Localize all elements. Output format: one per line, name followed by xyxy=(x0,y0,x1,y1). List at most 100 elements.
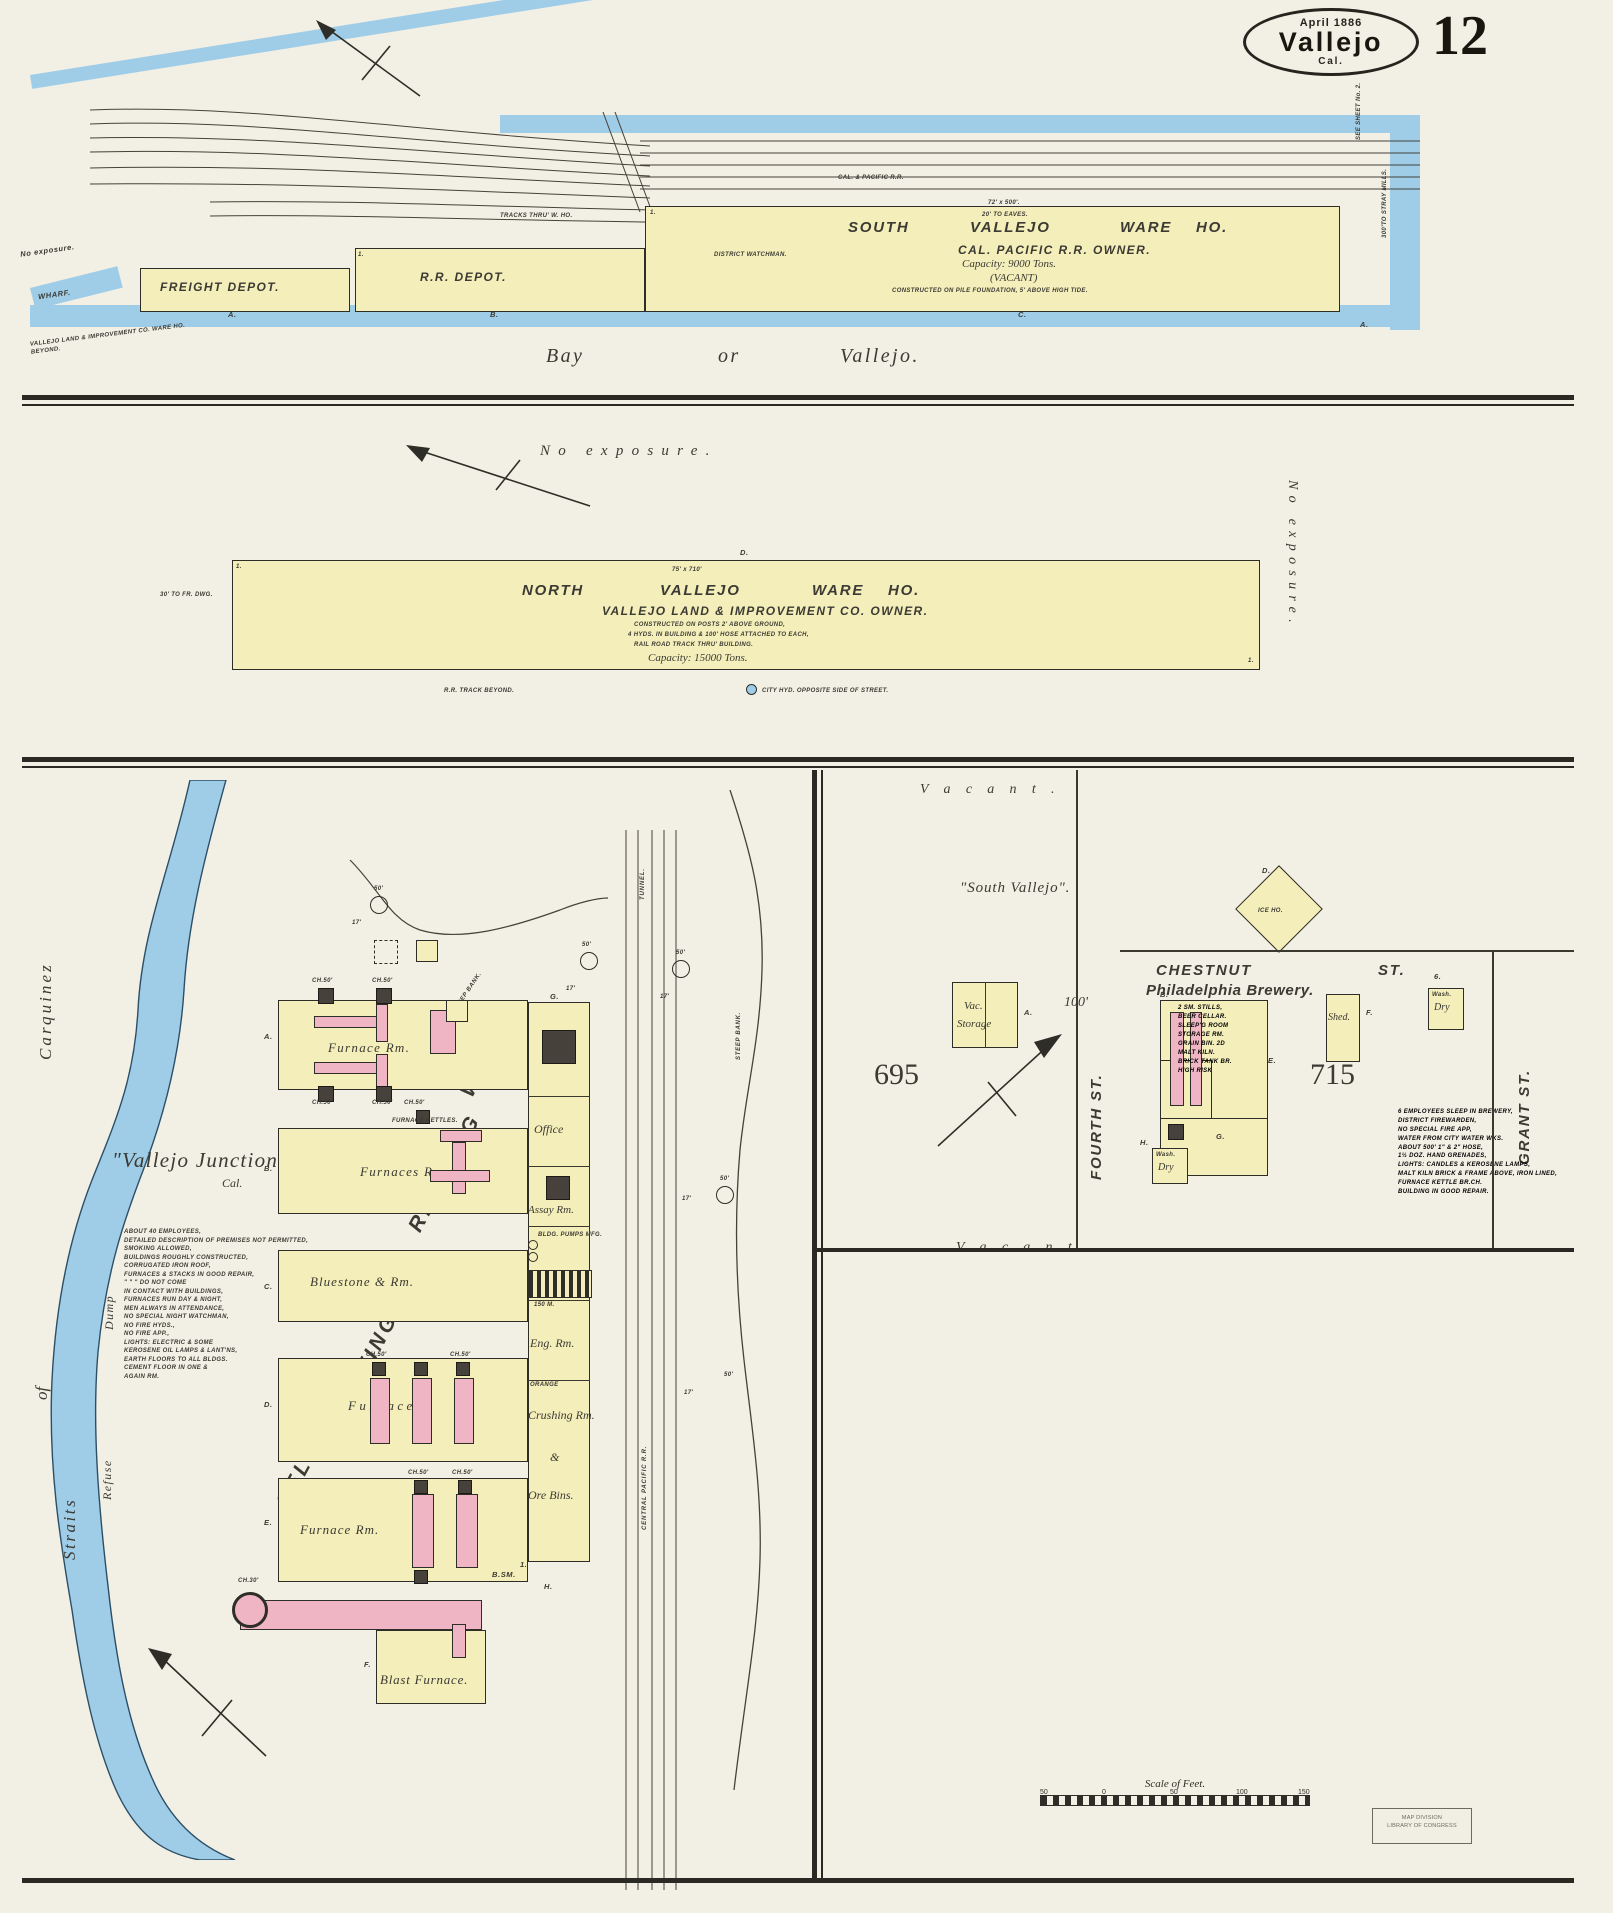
brewery-inner-7: HIGH RISK xyxy=(1178,1068,1213,1074)
brewery-note-7: MALT KILN BRICK & FRAME ABOVE, IRON LINE… xyxy=(1398,1171,1558,1178)
label-vallejo-junction-state: Cal. xyxy=(222,1176,243,1190)
hydrant-label-3: 50' xyxy=(676,950,686,956)
outbuilding-small xyxy=(416,940,438,962)
label-bay-2: or xyxy=(718,345,741,367)
label-measure-150: 150 M. xyxy=(534,1302,555,1308)
brewery-notes-block: 6 EMPLOYEES SLEEP IN BREWERY, DISTRICT F… xyxy=(1398,1108,1598,1197)
selby-note-2: SMOKING ALLOWED, xyxy=(124,1246,192,1253)
sheet-number: 12 xyxy=(1432,5,1488,67)
building-north-vallejo-warehouse xyxy=(232,560,1260,670)
label-north-note-1: CONSTRUCTED ON POSTS 2' ABOVE GROUND, xyxy=(634,622,786,628)
brewery-inner-2: SLEEP'G ROOM xyxy=(1178,1023,1229,1029)
strip-div-3 xyxy=(528,1226,590,1227)
label-ampersand-east: & xyxy=(550,1450,560,1464)
chimney-d1 xyxy=(372,1362,386,1376)
divider-vertical-bottom xyxy=(812,770,817,1880)
label-vallejo-junction: "Vallejo Junction" xyxy=(112,1148,289,1172)
selby-note-10: NO SPECIAL NIGHT WATCHMAN, xyxy=(124,1314,229,1321)
label-cal-pacific-rr: CAL. & PACIFIC R.R. xyxy=(838,175,904,181)
label-block-695: 695 xyxy=(874,1058,919,1091)
label-eng-rm: Eng. Rm. xyxy=(530,1336,575,1350)
divider-top-outer xyxy=(22,395,1574,400)
label-crushing-rm: Crushing Rm. xyxy=(528,1408,595,1422)
machinery-e1 xyxy=(412,1494,434,1568)
building-selby-e xyxy=(278,1478,528,1582)
brewery-machinery-2 xyxy=(1190,1012,1202,1106)
label-north-note-2: 4 HYDS. IN BUILDING & 100' HOSE ATTACHED… xyxy=(628,632,809,638)
hyd-17-label-1: 17' xyxy=(352,920,362,926)
chimney-label-e2: CH.50' xyxy=(452,1470,473,1476)
selby-note-5: FURNACES & STACKS IN GOOD REPAIR, xyxy=(124,1271,255,1278)
machinery-a3 xyxy=(314,1062,384,1074)
label-steep-bank-right: STEEP BANK. xyxy=(736,1011,742,1060)
letter-b-top: B. xyxy=(490,310,499,319)
hydrant-marker-4 xyxy=(716,1186,734,1204)
label-rr-track-beyond: R.R. TRACK BEYOND. xyxy=(444,688,515,694)
scale-tick-0: 50 xyxy=(1040,1789,1048,1796)
label-tunnel: TUNNEL. xyxy=(640,868,646,900)
central-pacific-rr-corridor xyxy=(612,830,692,1890)
outbuilding-dashed xyxy=(374,940,398,964)
label-warehouse-foundation: CONSTRUCTED ON PILE FOUNDATION, 5' ABOVE… xyxy=(892,288,1088,294)
letter-selby-a: A. xyxy=(264,1032,273,1041)
label-selby-f: Blast Furnace. xyxy=(380,1672,469,1687)
label-warehouse-capacity: Capacity: 9000 Tons. xyxy=(962,258,1057,270)
label-block-715: 715 xyxy=(1310,1058,1355,1091)
label-chestnut-st-suffix: ST. xyxy=(1378,962,1406,979)
label-shed: Shed. xyxy=(1328,1012,1350,1023)
brewery-inner-3: STORAGE RM. xyxy=(1178,1032,1225,1038)
water-wharf-edge xyxy=(30,266,123,310)
hydrant-marker-3 xyxy=(672,960,690,978)
machinery-b3 xyxy=(430,1170,490,1182)
label-selby-c: Bluestone & Rm. xyxy=(310,1274,415,1289)
label-bsm: B.SM. xyxy=(492,1570,516,1579)
selby-note-3: BUILDINGS ROUGHLY CONSTRUCTED, xyxy=(124,1254,249,1261)
label-chestnut-st: CHESTNUT xyxy=(1156,962,1253,979)
label-warehouse-name-1: SOUTH xyxy=(848,219,910,236)
scale-tick-3: 100 xyxy=(1236,1789,1248,1796)
label-north-name-4: HO. xyxy=(888,582,921,599)
building-brewery-wing xyxy=(1160,1060,1212,1122)
brewery-inner-1: BEER CELLAR. xyxy=(1178,1014,1227,1020)
brewery-kettle xyxy=(1168,1124,1184,1140)
selby-note-13: LIGHTS: ELECTRIC & SOME xyxy=(124,1339,214,1346)
label-bldg-pumps: BLDG. PUMPS MFG. xyxy=(538,1232,603,1238)
label-wash-2: Wash. xyxy=(1432,992,1452,998)
brewery-note-0: 6 EMPLOYEES SLEEP IN BREWERY, xyxy=(1398,1109,1513,1115)
ore-bin-hatch xyxy=(528,1270,592,1298)
selby-note-11: NO FIRE HYDS., xyxy=(124,1322,176,1329)
label-freight-depot: FREIGHT DEPOT. xyxy=(160,280,280,294)
letter-selby-f: F. xyxy=(364,1660,372,1669)
diagonal-track xyxy=(595,111,655,213)
building-selby-d xyxy=(278,1358,528,1462)
chimney-e3 xyxy=(414,1570,428,1584)
label-south-vallejo: "South Vallejo". xyxy=(960,880,1071,896)
label-north-name-1: NORTH xyxy=(522,582,585,599)
brewery-note-6: LIGHTS: CANDLES & KEROSENE LAMPS, xyxy=(1398,1162,1531,1169)
label-no-exposure-top: No exposure. xyxy=(19,242,76,259)
selby-note-17: AGAIN RM. xyxy=(124,1373,160,1380)
hydrant-label-1: 50' xyxy=(374,886,384,892)
brewery-inner-5: MALT KILN. xyxy=(1178,1050,1216,1056)
label-carquinez: Carquinez xyxy=(36,962,55,1060)
hyd-17-label-2: 17' xyxy=(566,986,576,992)
hydrant-marker-1 xyxy=(370,896,388,914)
machinery-d2 xyxy=(412,1378,432,1444)
letter-c-top: C. xyxy=(1018,310,1027,319)
library-stamp: MAP DIVISION LIBRARY OF CONGRESS xyxy=(1372,1808,1472,1844)
chimney-a2 xyxy=(376,988,392,1004)
outbuilding-small-2 xyxy=(446,1000,468,1022)
hydrant-label-4: 50' xyxy=(720,1176,730,1182)
divider-vertical-bottom-inner xyxy=(821,770,823,1880)
chimney-label-a3: CH.50' xyxy=(312,1100,333,1106)
selby-note-14: KEROSENE OIL LAMPS & LANT'NS, xyxy=(124,1348,238,1355)
label-philadelphia-brewery: Philadelphia Brewery. xyxy=(1146,982,1314,999)
brewery-note-4: ABOUT 500' 1" & 2" HOSE, xyxy=(1398,1144,1484,1151)
building-shed xyxy=(1326,994,1360,1062)
label-city-hyd: CITY HYD. OPPOSITE SIDE OF STREET. xyxy=(762,688,889,694)
chimney-a4 xyxy=(376,1086,392,1102)
label-north-capacity: Capacity: 15000 Tons. xyxy=(648,652,748,664)
strip-div-4 xyxy=(528,1300,590,1301)
label-tracks-through: TRACKS THRU' W. HO. xyxy=(500,213,573,219)
selby-note-9: MEN ALWAYS IN ATTENDANCE, xyxy=(124,1305,225,1312)
